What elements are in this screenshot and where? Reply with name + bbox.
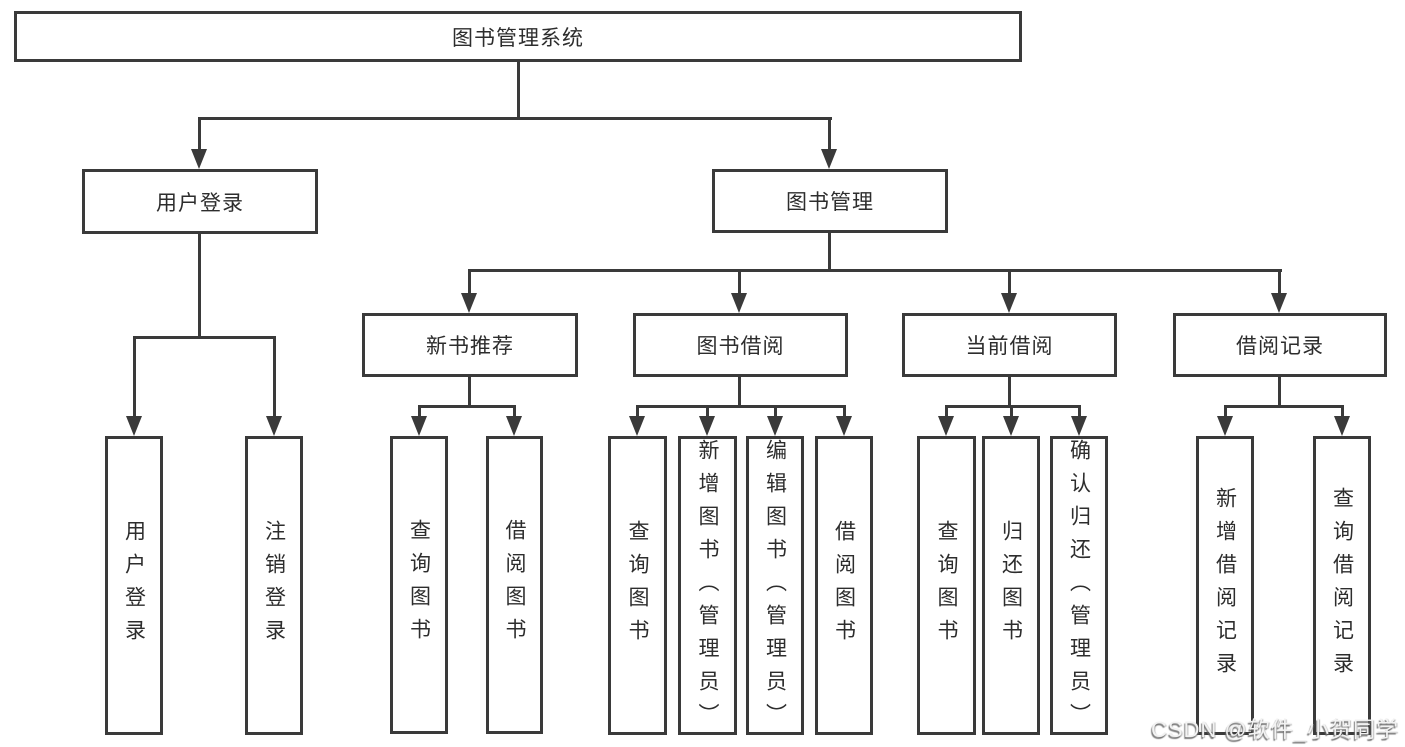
leaf-query-books-borrow-label: 查询图书 xyxy=(626,519,649,652)
connector-mgmt-drop xyxy=(1008,269,1011,296)
connector-records-rail xyxy=(1224,405,1344,408)
leaf-add-books-admin: 新增图书（管理员） xyxy=(678,436,737,736)
node-book-borrowing: 图书借阅 xyxy=(633,313,848,377)
arrow-down-icon xyxy=(1334,416,1350,436)
connector-current-drop xyxy=(945,405,948,418)
connector-login-drop xyxy=(133,336,136,418)
connector-login-rail xyxy=(133,336,276,339)
connector-root-left-drop xyxy=(198,117,201,150)
node-book-management: 图书管理 xyxy=(712,169,948,233)
leaf-add-borrow-record-label: 新增借阅记录 xyxy=(1213,486,1237,685)
leaf-query-borrow-record-label: 查询借阅记录 xyxy=(1330,486,1354,685)
arrow-down-icon xyxy=(699,416,715,436)
leaf-confirm-return-admin: 确认归还（管理员） xyxy=(1050,436,1108,736)
connector-recommend-drop xyxy=(513,405,516,418)
connector-login-drop xyxy=(273,336,276,418)
arrow-down-icon xyxy=(1003,416,1019,436)
connector-mgmt-drop xyxy=(1278,269,1281,296)
node-book-borrowing-label: 图书借阅 xyxy=(696,335,785,358)
node-new-book-recommendation: 新书推荐 xyxy=(362,313,578,377)
connector-records-stem xyxy=(1278,375,1281,408)
leaf-query-books-current: 查询图书 xyxy=(917,436,976,735)
node-borrowing-records-label: 借阅记录 xyxy=(1236,335,1324,358)
leaf-borrow-books-recommend: 借阅图书 xyxy=(486,436,543,734)
arrow-down-icon xyxy=(938,416,954,436)
arrow-down-icon xyxy=(836,416,852,436)
arrow-down-icon xyxy=(731,293,747,313)
connector-recommend-rail xyxy=(418,405,516,408)
arrow-down-icon xyxy=(629,416,645,436)
arrow-down-icon xyxy=(506,416,522,436)
connector-borrow-rail xyxy=(636,405,846,408)
leaf-logout: 注销登录 xyxy=(245,436,303,735)
arrow-down-icon xyxy=(1001,293,1017,313)
connector-records-drop xyxy=(1224,405,1227,418)
leaf-borrow-books-recommend-label: 借阅图书 xyxy=(503,519,526,651)
node-library-system-label: 图书管理系统 xyxy=(452,26,584,50)
connector-borrow-stem xyxy=(738,375,741,408)
connector-borrow-drop xyxy=(843,405,846,418)
leaf-query-books-current-label: 查询图书 xyxy=(935,519,958,652)
connector-current-stem xyxy=(1008,375,1011,408)
leaf-add-books-admin-label: 新增图书（管理员） xyxy=(696,439,719,736)
leaf-add-borrow-record: 新增借阅记录 xyxy=(1196,436,1254,735)
arrow-down-icon xyxy=(1071,416,1087,436)
node-current-borrowing-label: 当前借阅 xyxy=(965,335,1054,358)
arrow-down-icon xyxy=(266,416,282,436)
connector-borrow-drop xyxy=(636,405,639,418)
connector-borrow-drop xyxy=(774,405,777,418)
leaf-query-books-borrow: 查询图书 xyxy=(608,436,667,735)
connector-current-rail xyxy=(945,405,1081,408)
connector-root-rail xyxy=(198,117,832,120)
connector-current-drop xyxy=(1078,405,1081,418)
leaf-user-login-label: 用户登录 xyxy=(122,519,146,652)
node-new-book-recommendation-label: 新书推荐 xyxy=(426,335,514,358)
node-user-login: 用户登录 xyxy=(82,169,318,234)
arrow-down-icon xyxy=(1217,416,1233,436)
connector-borrow-drop xyxy=(706,405,709,418)
leaf-user-login: 用户登录 xyxy=(105,436,163,735)
node-book-management-label: 图书管理 xyxy=(786,191,874,214)
csdn-watermark: CSDN @软件_小贺同学 xyxy=(1150,717,1399,742)
connector-mgmt-rail xyxy=(468,269,1282,272)
connector-records-drop xyxy=(1341,405,1344,418)
connector-root-stem xyxy=(517,62,520,120)
leaf-query-books-recommend: 查询图书 xyxy=(390,436,448,734)
connector-root-right-drop xyxy=(828,117,831,150)
leaf-return-books: 归还图书 xyxy=(982,436,1040,735)
connector-mgmt-stem xyxy=(828,231,831,272)
leaf-borrow-books-label: 借阅图书 xyxy=(832,519,856,652)
leaf-edit-books-admin-label: 编辑图书（管理员） xyxy=(763,439,787,736)
leaf-query-books-recommend-label: 查询图书 xyxy=(407,519,431,651)
node-borrowing-records: 借阅记录 xyxy=(1173,313,1387,377)
arrow-down-icon xyxy=(767,416,783,436)
arrow-down-icon xyxy=(191,149,207,169)
leaf-return-books-label: 归还图书 xyxy=(999,519,1023,652)
connector-recommend-stem xyxy=(468,375,471,408)
leaf-query-borrow-record: 查询借阅记录 xyxy=(1313,436,1371,735)
leaf-edit-books-admin: 编辑图书（管理员） xyxy=(746,436,804,736)
arrow-down-icon xyxy=(461,293,477,313)
node-library-system: 图书管理系统 xyxy=(14,11,1022,62)
leaf-borrow-books: 借阅图书 xyxy=(815,436,873,735)
connector-recommend-drop xyxy=(418,405,421,418)
node-current-borrowing: 当前借阅 xyxy=(902,313,1117,377)
node-user-login-label: 用户登录 xyxy=(156,191,244,215)
leaf-logout-label: 注销登录 xyxy=(262,519,286,652)
arrow-down-icon xyxy=(411,416,427,436)
connector-login-stem xyxy=(198,233,201,339)
connector-current-drop xyxy=(1010,405,1013,418)
leaf-confirm-return-admin-label: 确认归还（管理员） xyxy=(1067,439,1091,736)
arrow-down-icon xyxy=(126,416,142,436)
connector-mgmt-drop xyxy=(738,269,741,296)
arrow-down-icon xyxy=(1271,293,1287,313)
connector-mgmt-drop xyxy=(468,269,471,296)
arrow-down-icon xyxy=(821,149,837,169)
